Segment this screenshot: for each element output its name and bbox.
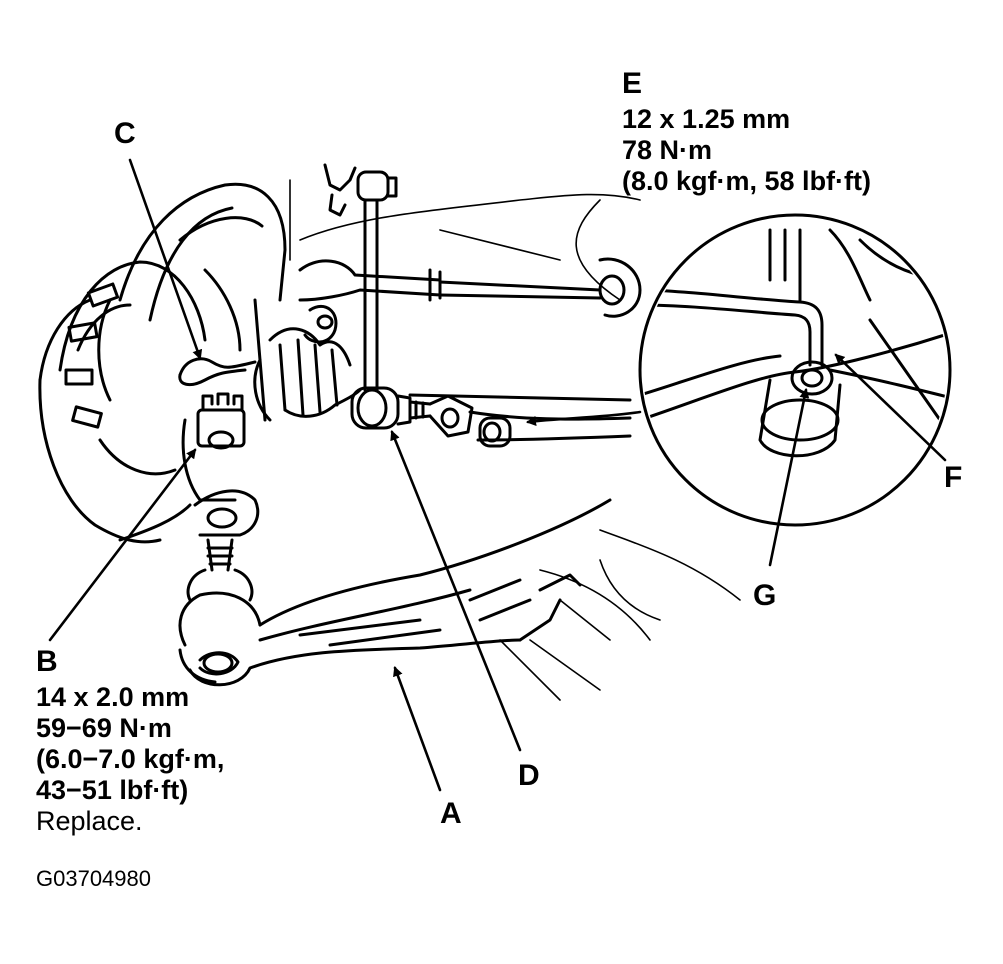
cotter-pin [178, 357, 257, 387]
leader-g [768, 388, 810, 567]
spec-b-note: Replace. [36, 806, 143, 836]
spec-e-size: 12 x 1.25 mm [622, 104, 791, 134]
leader-f [834, 353, 947, 462]
callout-a: A [440, 797, 462, 830]
callout-e: E [622, 67, 643, 100]
spec-b-torque-nm: 59−69 N·m [36, 713, 172, 743]
spec-b-torque-kgf: (6.0−7.0 kgf·m, [36, 744, 225, 774]
callout-c: C [114, 117, 136, 150]
stabilizer-link-top [323, 163, 398, 392]
spec-e-torque-nm: 78 N·m [622, 135, 713, 165]
leader-b [48, 448, 197, 642]
detail-circle [638, 213, 952, 527]
body-frame-sketch [289, 179, 741, 701]
brake-disc-hub [38, 182, 287, 544]
detail-pointer [526, 410, 642, 426]
spec-e-torque-alt: (8.0 kgf·m, 58 lbf·ft) [622, 166, 872, 196]
callout-b: B [36, 645, 58, 678]
leader-arrows [48, 158, 947, 792]
ball-joint [186, 538, 254, 602]
spec-b-size: 14 x 2.0 mm [36, 682, 190, 712]
callout-f: F [944, 461, 963, 494]
lower-arm [178, 498, 612, 687]
callout-d: D [518, 759, 540, 792]
spec-b-torque-lbf: 43−51 lbf·ft) [36, 775, 189, 805]
stabilizer-bar [408, 393, 632, 442]
stabilizer-link-bushing [350, 386, 512, 448]
leader-c [128, 158, 203, 360]
leader-d [390, 430, 522, 752]
figure-code: G03704980 [36, 866, 151, 891]
leader-a [393, 666, 442, 792]
spec-e: 12 x 1.25 mm 78 N·m (8.0 kgf·m, 58 lbf·f… [622, 104, 871, 197]
steering-knuckle [181, 418, 260, 537]
tie-rod [298, 257, 642, 344]
drive-shaft-boot [253, 327, 362, 422]
castle-nut [196, 392, 246, 450]
spec-b: 14 x 2.0 mm 59−69 N·m (6.0−7.0 kgf·m, 43… [36, 682, 224, 837]
callout-g: G [753, 579, 777, 612]
